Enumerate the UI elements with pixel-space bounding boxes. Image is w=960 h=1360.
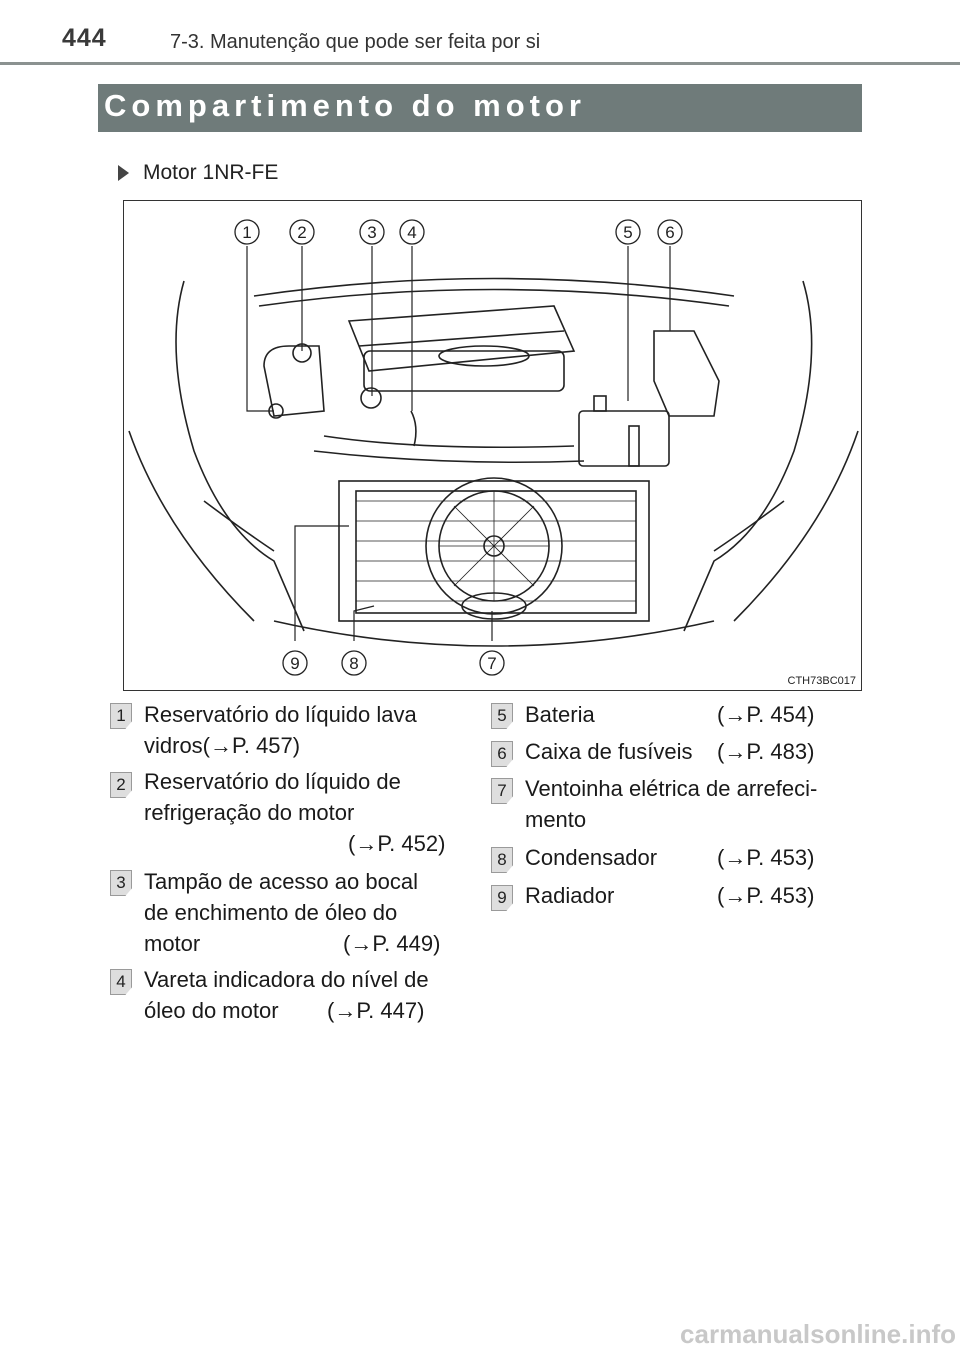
legend-badge-2: 2 [110, 772, 132, 798]
legend-item-4: Vareta indicadora do nível de óleo do mo… [144, 964, 429, 1026]
legend-badge-8: 8 [491, 847, 513, 873]
triangle-arrow-icon [118, 165, 129, 181]
legend-item-7: Ventoinha elétrica de arrefeci- mento [525, 773, 817, 835]
section-title-band [98, 84, 862, 132]
callout-5: 5 [623, 223, 632, 242]
legend-badge-9: 9 [491, 885, 513, 911]
legend-ref-3: (→P. 449) [343, 931, 441, 956]
legend-item-9: Radiador [525, 883, 615, 908]
legend-ref-8: (→P. 453) [717, 845, 815, 870]
engine-compartment-illustration: 1 2 3 4 5 6 9 8 7 CTH73BC017 [123, 200, 862, 691]
chapter-heading: 7-3. Manutenção que pode ser feita por s… [170, 31, 541, 53]
legend-line: vidros(→P. 457) [144, 733, 301, 758]
legend-line: de enchimento de óleo do [144, 900, 398, 925]
legend-line: Tampão de acesso ao bocal [144, 869, 418, 894]
legend-badge-6: 6 [491, 741, 513, 767]
callout-9: 9 [290, 654, 299, 673]
legend-badge-5: 5 [491, 703, 513, 729]
legend-line: Ventoinha elétrica de arrefeci- [525, 776, 818, 801]
engine-label-row: Motor 1NR-FE [118, 159, 278, 187]
legend-ref-9: (→P. 453) [717, 883, 815, 908]
legend-line: motor [144, 931, 201, 956]
legend-line: mento [525, 807, 587, 832]
legend-item-5: Bateria [525, 702, 595, 727]
legend-item-2: Reservatório do líquido de refrigeração … [144, 766, 401, 828]
engine-label: Motor 1NR-FE [143, 161, 279, 184]
legend-item-3: Tampão de acesso ao bocal de enchimento … [144, 866, 418, 959]
callout-4: 4 [407, 223, 416, 242]
section-title: Compartimento do motor [104, 88, 586, 123]
engine-line-drawing: 1 2 3 4 5 6 9 8 7 [128, 219, 859, 676]
legend-badge-7: 7 [491, 778, 513, 804]
callout-3: 3 [367, 223, 376, 242]
callout-2: 2 [297, 223, 306, 242]
legend-line: Reservatório do líquido lava [144, 702, 417, 727]
legend-line: Reservatório do líquido de [144, 769, 401, 794]
legend-badge-4: 4 [110, 969, 132, 995]
page-number: 444 [62, 24, 107, 52]
callout-8: 8 [349, 654, 358, 673]
header-divider [0, 62, 960, 65]
legend-line: refrigeração do motor [144, 800, 355, 825]
figure-code: CTH73BC017 [787, 675, 856, 687]
legend-item-6: Caixa de fusíveis [525, 739, 693, 764]
callout-1: 1 [242, 223, 251, 242]
legend-badge-3: 3 [110, 870, 132, 896]
legend-ref-4: (→P. 447) [327, 998, 425, 1023]
callout-7: 7 [487, 654, 496, 673]
legend-badge-1: 1 [110, 703, 132, 729]
legend-item-1: Reservatório do líquido lava vidros(→P. … [144, 699, 417, 761]
legend-ref-6: (→P. 483) [717, 739, 815, 764]
legend-line: Vareta indicadora do nível de [144, 967, 429, 992]
legend-item-8: Condensador [525, 845, 658, 870]
watermark: carmanualsonline.info [680, 1319, 956, 1349]
callout-6: 6 [665, 223, 674, 242]
legend-ref-5: (→P. 454) [717, 702, 815, 727]
legend-ref-2: (→P. 452) [348, 831, 446, 856]
legend-line: óleo do motor [144, 998, 279, 1023]
